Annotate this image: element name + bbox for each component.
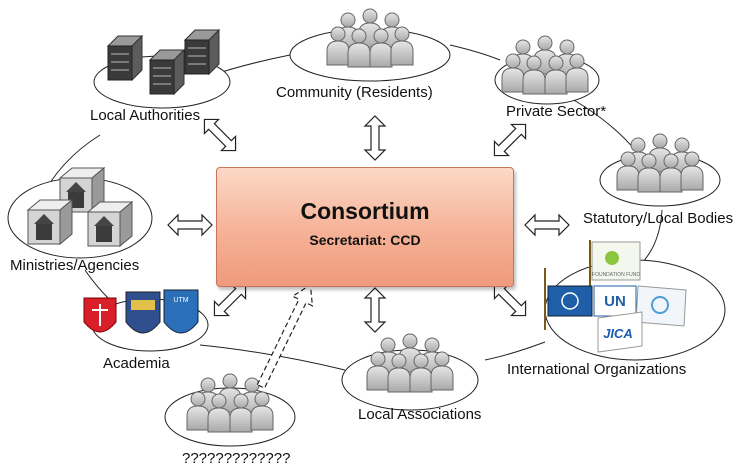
arrow-ministries [167,213,213,237]
label-ministries: Ministries/Agencies [10,257,140,274]
intl-logo-icon [651,296,669,314]
consortium-title: Consortium [300,198,430,224]
label-academia: Academia [103,355,170,372]
international-flags: FOUNDATION FUND UN JICA [544,240,687,353]
un-emblem-icon [561,292,579,310]
ring-line-intl-assoc [484,341,546,361]
arrow-private-sector [493,123,527,157]
utm-logo-text: UTM [173,297,188,304]
svg-text:JICA: JICA [603,326,633,341]
people-icon-statutory [617,134,703,192]
arrow-statutory [524,213,570,237]
server-icon [184,29,220,75]
people-icon-private-sector [502,36,588,94]
arrow-international [493,283,527,317]
shield-band-icon [131,300,155,310]
svg-text:FOUNDATION FUND: FOUNDATION FUND [592,272,640,278]
label-community: Community (Residents) [276,84,433,101]
label-local-associations: Local Associations [358,406,482,423]
academia-logos: UTM [83,289,199,334]
building-icon [87,201,133,247]
svg-text:UN: UN [604,293,626,310]
label-local-authorities: Local Authorities [90,107,201,124]
consortium-box: Consortium Secretariat: CCD [216,167,514,287]
arrow-local-associations [363,287,387,333]
university-shield-icon [125,291,161,334]
un-flag-icon [547,285,593,317]
server-icon [149,49,185,95]
label-international: International Organizations [507,361,687,378]
people-icon-community [327,9,413,67]
arrow-unknown-dashed [256,283,314,389]
building-icon [27,199,73,245]
arrow-community [363,115,387,161]
shield-emblem-icon [92,304,108,326]
university-shield-icon [163,289,199,334]
foundation-logo-icon [605,251,619,265]
ring-line-community-private [449,44,501,61]
label-statutory: Statutory/Local Bodies [583,210,734,227]
ring-line-academia-ministries [84,269,111,301]
jica-flag-icon [597,311,643,353]
arrow-local-authorities [203,118,237,152]
consortium-subtitle: Secretariat: CCD [309,232,421,248]
intl-flag-icon [635,285,687,327]
label-unknown: ????????????? [182,450,291,467]
label-private-sector: Private Sector* [506,103,607,120]
people-icon-local-associations [367,334,453,392]
server-icon [107,35,143,81]
